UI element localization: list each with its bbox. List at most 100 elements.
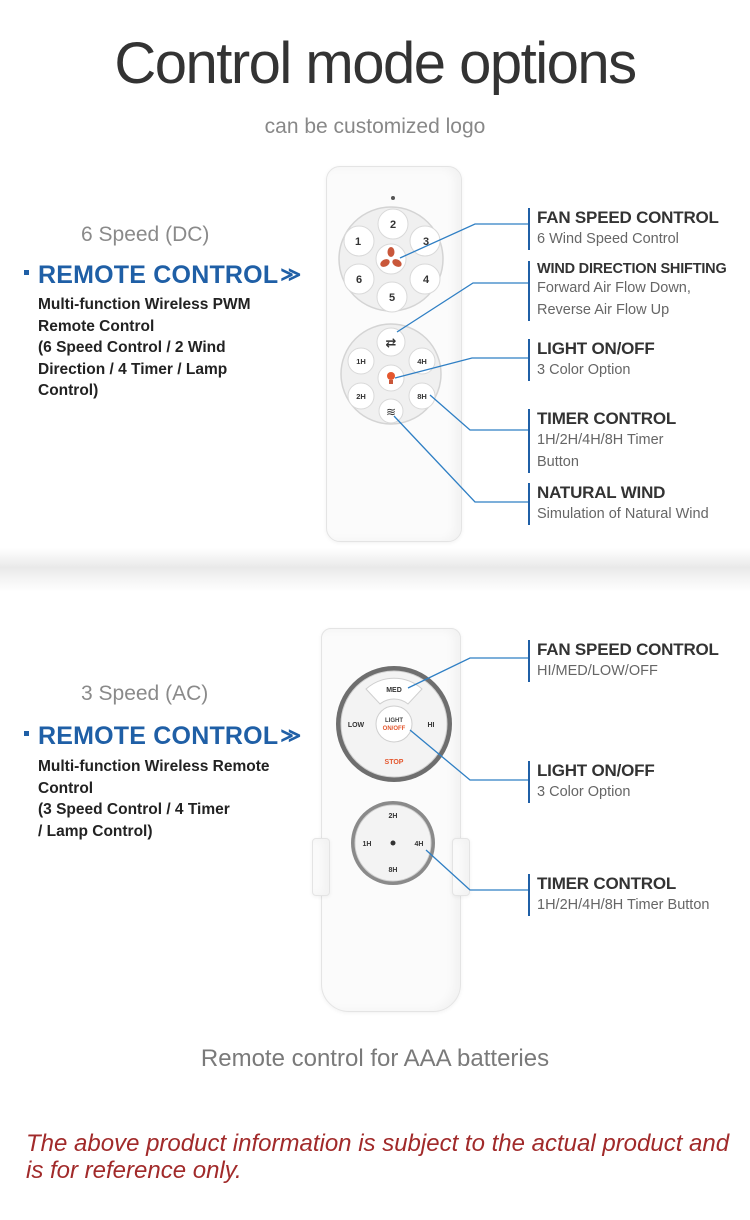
feature-desc: 3 Color Option xyxy=(537,359,655,381)
timer-1h-button[interactable]: 1H xyxy=(363,841,372,848)
center-dot-icon xyxy=(390,840,396,846)
ac-remote-description: Multi-function Wireless Remote Control (… xyxy=(38,756,270,842)
page-subtitle: can be customized logo xyxy=(264,115,486,138)
timer-4h-button[interactable]: 4H xyxy=(415,841,424,848)
feature-title: WIND DIRECTION SHIFTING xyxy=(537,261,727,277)
stop-button[interactable]: STOP xyxy=(385,759,404,766)
callout-line xyxy=(429,394,528,431)
speed-label: 4 xyxy=(423,274,430,286)
double-chevron-icon: ≫ xyxy=(280,264,302,286)
ac-feature-light: LIGHT ON/OFF 3 Color Option xyxy=(528,761,655,803)
natural-wind-button[interactable] xyxy=(378,398,404,424)
light-bulb-icon xyxy=(387,372,395,384)
feature-desc: Forward Air Flow Down, Reverse Air Flow U… xyxy=(537,277,727,321)
dc-desc-line: Multi-function Wireless PWM xyxy=(38,296,251,313)
feature-desc-line: Simulation of Natural Wind xyxy=(537,506,709,522)
timer-4h-button[interactable] xyxy=(408,347,436,375)
dc-feature-natural-wind: NATURAL WIND Simulation of Natural Wind xyxy=(528,483,709,525)
speed-med-button[interactable] xyxy=(365,677,423,705)
dc-feature-light: LIGHT ON/OFF 3 Color Option xyxy=(528,339,655,381)
speed-label: 1 xyxy=(355,236,361,248)
bullet-icon xyxy=(24,730,29,736)
speed-1-button[interactable] xyxy=(343,225,375,257)
low-button[interactable]: LOW xyxy=(348,722,365,729)
ac-desc-line: (3 Speed Control / 4 Timer xyxy=(38,801,230,818)
feature-desc: 1H/2H/4H/8H Timer Button xyxy=(537,894,709,916)
feature-desc: HI/MED/LOW/OFF xyxy=(537,660,719,682)
feature-desc-line: Button xyxy=(537,454,579,470)
ac-feature-fan-speed: FAN SPEED CONTROL HI/MED/LOW/OFF xyxy=(528,640,719,682)
onoff-label: ON/OFF xyxy=(383,726,406,732)
dc-desc-line: Direction / 4 Timer / Lamp xyxy=(38,360,228,378)
feature-desc-line: Forward Air Flow Down, xyxy=(537,280,691,296)
timer-2h-button[interactable] xyxy=(347,382,375,410)
reverse-direction-button[interactable] xyxy=(376,327,406,357)
direction-shift-icon: ⇄ xyxy=(386,335,397,350)
feature-title: NATURAL WIND xyxy=(537,483,666,502)
hi-button[interactable]: HI xyxy=(428,722,435,729)
feature-title: LIGHT ON/OFF xyxy=(537,761,655,780)
speed-5-button[interactable] xyxy=(376,281,408,313)
callout-line xyxy=(394,357,528,379)
ac-remote-title: REMOTE CONTROL≫ xyxy=(24,722,301,751)
feature-desc-line: Reverse Air Flow Up xyxy=(537,302,670,318)
feature-title: TIMER CONTROL xyxy=(537,874,677,893)
timer-1h-button[interactable] xyxy=(347,347,375,375)
wind-wave-icon: ≋ xyxy=(386,405,396,419)
disclaimer-text: The above product information is subject… xyxy=(26,1130,730,1184)
timer-label: 2H xyxy=(356,392,366,401)
speed-3-button[interactable] xyxy=(409,225,441,257)
feature-desc-line: 3 Color Option xyxy=(537,784,631,800)
ac-remote-holder-left xyxy=(312,838,330,896)
timer-label: 1H xyxy=(356,357,366,366)
light-label: LIGHT xyxy=(385,718,403,724)
speed-6-button[interactable] xyxy=(343,263,375,295)
timer-8h-button[interactable]: 8H xyxy=(389,867,398,874)
feature-desc: 3 Color Option xyxy=(537,781,655,803)
dc-feature-fan-speed: FAN SPEED CONTROL 6 Wind Speed Control xyxy=(528,208,719,250)
speed-4-button[interactable] xyxy=(409,263,441,295)
feature-desc-line: 1H/2H/4H/8H Timer Button xyxy=(537,897,710,913)
dc-desc-line: Control) xyxy=(38,382,99,399)
ac-desc-line: Multi-function Wireless Remote xyxy=(38,758,270,775)
ac-desc-line: Control xyxy=(38,779,94,797)
callout-line xyxy=(396,282,528,333)
light-onoff-button[interactable] xyxy=(375,705,413,743)
dc-remote-title-text: REMOTE CONTROL xyxy=(38,261,279,289)
callout-line xyxy=(399,223,528,259)
speed-label: 6 xyxy=(356,274,362,286)
feature-title: TIMER CONTROL xyxy=(537,409,677,428)
dc-desc-line: (6 Speed Control / 2 Wind xyxy=(38,339,226,356)
dc-speed-label: 6 Speed (DC) xyxy=(81,223,210,246)
speed-2-button[interactable] xyxy=(377,208,409,240)
feature-title: FAN SPEED CONTROL xyxy=(537,208,719,227)
battery-info-text: Remote control for AAA batteries xyxy=(200,1045,550,1072)
callout-line xyxy=(425,849,528,891)
dc-desc-line: Remote Control xyxy=(38,317,155,335)
bullet-icon xyxy=(24,269,29,275)
feature-desc: 6 Wind Speed Control xyxy=(537,228,719,250)
dc-remote-description: Multi-function Wireless PWM Remote Contr… xyxy=(38,294,251,402)
feature-desc: Simulation of Natural Wind xyxy=(537,503,709,525)
dc-feature-wind-direction: WIND DIRECTION SHIFTING Forward Air Flow… xyxy=(528,261,727,321)
feature-desc-line: 3 Color Option xyxy=(537,362,631,378)
dc-remote-title: REMOTE CONTROL≫ xyxy=(24,261,301,290)
ac-remote-title-text: REMOTE CONTROL xyxy=(38,722,279,750)
callout-line xyxy=(393,415,528,503)
timer-label: 4H xyxy=(417,357,427,366)
ac-remote-holder-right xyxy=(452,838,470,896)
feature-desc-line: 6 Wind Speed Control xyxy=(537,231,679,247)
timer-2h-button[interactable]: 2H xyxy=(389,813,398,820)
ac-feature-timer: TIMER CONTROL 1H/2H/4H/8H Timer Button xyxy=(528,874,709,916)
feature-desc-line: 1H/2H/4H/8H Timer xyxy=(537,432,664,448)
timer-8h-button[interactable] xyxy=(408,382,436,410)
feature-title: LIGHT ON/OFF xyxy=(537,339,655,358)
speed-label: 3 xyxy=(423,236,429,248)
section-divider xyxy=(0,548,750,592)
page-title: Control mode options xyxy=(114,31,637,96)
